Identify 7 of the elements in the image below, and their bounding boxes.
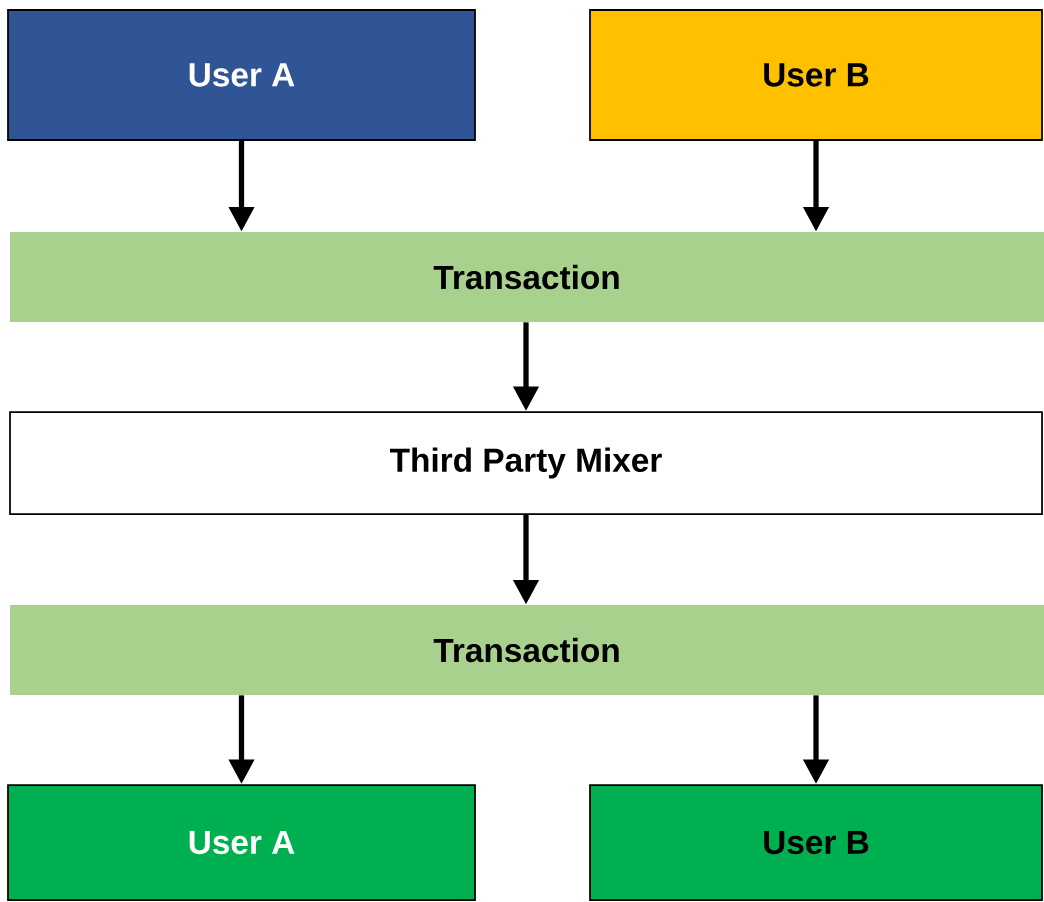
user-box: User A	[7, 9, 476, 141]
transaction-band: Transaction	[10, 605, 1044, 695]
transaction-band: Transaction	[10, 232, 1044, 322]
mixer-box: Third Party Mixer	[9, 411, 1043, 515]
user-box: User B	[589, 784, 1043, 901]
user-box: User A	[7, 784, 476, 901]
user-box: User B	[589, 9, 1043, 141]
